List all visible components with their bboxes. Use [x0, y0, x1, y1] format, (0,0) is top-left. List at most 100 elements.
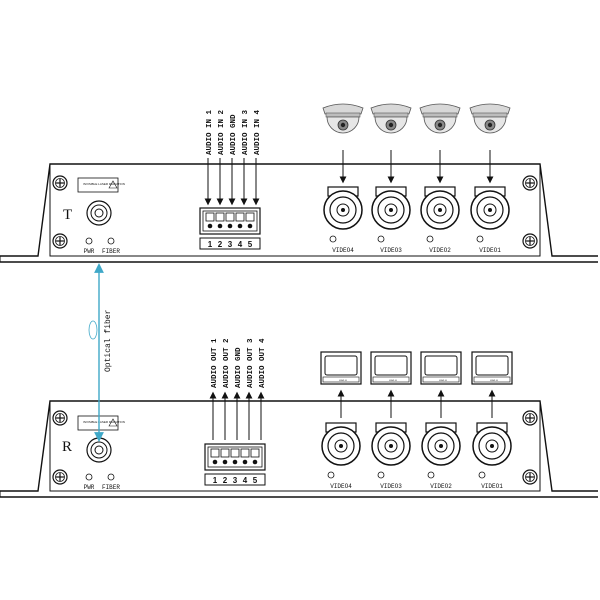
monitor-icon — [320, 351, 362, 385]
pwr-led-icon — [85, 473, 93, 481]
pwr-label: PWR — [84, 484, 95, 491]
laser-warning-text: INVISIBLE LASER RADIATION — [83, 182, 125, 186]
terminal-screw-icon — [235, 212, 245, 222]
fiber-led-label: FIBER — [102, 484, 120, 491]
bnc-connector-icon — [371, 186, 411, 230]
audio-terminal-block — [204, 443, 266, 486]
terminal-screw-icon — [215, 212, 225, 222]
terminal-hole-icon — [212, 459, 218, 465]
terminal-screw-icon — [225, 212, 235, 222]
screw-icon — [52, 410, 68, 426]
monitor-icon — [471, 351, 513, 385]
audio-channel-label: AUDIO IN 4 — [254, 109, 262, 155]
terminal-screw-icon — [250, 448, 260, 458]
bnc-connector-icon — [470, 186, 510, 230]
terminal-hole-icon — [207, 223, 213, 229]
video-channel-label: VIDEO2 — [430, 483, 452, 490]
audio-channel-label: AUDIO GND — [230, 114, 238, 155]
terminal-screw-icon — [245, 212, 255, 222]
monitor-icon — [420, 351, 462, 385]
laser-warning-text: INVISIBLE LASER RADIATION — [83, 420, 125, 424]
audio-channel-label: AUDIO OUT 4 — [259, 338, 267, 388]
terminal-hole-icon — [242, 459, 248, 465]
audio-channel-label: AUDIO OUT 1 — [211, 338, 219, 388]
screw-icon — [52, 175, 68, 191]
terminal-hole-icon — [252, 459, 258, 465]
terminal-screw-icon — [230, 448, 240, 458]
transmitter-front-panel — [49, 163, 541, 257]
terminal-hole-icon — [227, 223, 233, 229]
bnc-connector-icon — [321, 422, 361, 466]
bnc-connector-icon — [323, 186, 363, 230]
bnc-connector-icon — [472, 422, 512, 466]
fiber-led-icon — [107, 237, 115, 245]
video-led-icon — [377, 471, 385, 479]
audio-terminal-block — [199, 207, 261, 250]
terminal-screw-icon — [205, 212, 215, 222]
dome-camera-icon — [469, 103, 511, 134]
laser-warning-label: INVISIBLE LASER RADIATION — [77, 415, 125, 431]
video-channel-label: VIDEO3 — [380, 247, 402, 254]
audio-channel-label: AUDIO OUT 2 — [223, 338, 231, 388]
video-channel-label: VIDEO2 — [429, 247, 451, 254]
terminal-screw-icon — [240, 448, 250, 458]
terminal-hole-icon — [217, 223, 223, 229]
video-led-icon — [327, 471, 335, 479]
laser-warning-label: INVISIBLE LASER RADIATION — [77, 177, 125, 193]
terminal-pin-label: 5 — [248, 240, 253, 249]
transmitter-letter: T — [63, 207, 72, 223]
terminal-pin-label: 1 — [208, 240, 213, 249]
terminal-pin-label: 3 — [228, 240, 233, 249]
fiber-led-label: FIBER — [102, 248, 120, 255]
terminal-pin-label: 4 — [238, 240, 243, 249]
video-channel-label: VIDEO1 — [481, 483, 503, 490]
screw-icon — [522, 233, 538, 249]
receiver-letter: R — [62, 439, 72, 455]
bnc-connector-icon — [421, 422, 461, 466]
terminal-pin-label: 2 — [223, 476, 228, 485]
video-channel-label: VIDEO4 — [332, 247, 354, 254]
video-led-icon — [377, 235, 385, 243]
terminal-screw-icon — [210, 448, 220, 458]
terminal-pin-label: 4 — [243, 476, 248, 485]
dome-camera-icon — [370, 103, 412, 134]
dome-camera-icon — [419, 103, 461, 134]
audio-channel-label: AUDIO IN 1 — [206, 109, 214, 155]
terminal-pin-label: 5 — [253, 476, 258, 485]
pwr-led-icon — [85, 237, 93, 245]
bnc-connector-icon — [420, 186, 460, 230]
terminal-pin-label: 2 — [218, 240, 223, 249]
video-led-icon — [329, 235, 337, 243]
terminal-hole-icon — [222, 459, 228, 465]
screw-icon — [522, 175, 538, 191]
terminal-pin-label: 1 — [213, 476, 218, 485]
bnc-connector-icon — [371, 422, 411, 466]
screw-icon — [52, 233, 68, 249]
terminal-hole-icon — [232, 459, 238, 465]
audio-channel-label: AUDIO GND — [235, 347, 243, 388]
video-channel-label: VIDEO4 — [330, 483, 352, 490]
video-led-icon — [426, 235, 434, 243]
monitor-icon — [370, 351, 412, 385]
video-led-icon — [427, 471, 435, 479]
optical-fiber-link: Optical fiber — [88, 263, 113, 442]
fiber-port-icon — [86, 200, 112, 226]
fiber-port-icon — [86, 437, 112, 463]
optical-fiber-label: Optical fiber — [104, 309, 113, 372]
video-channel-label: VIDEO3 — [380, 483, 402, 490]
audio-channel-label: AUDIO IN 2 — [218, 109, 226, 155]
receiver-front-panel — [49, 400, 541, 492]
terminal-screw-icon — [220, 448, 230, 458]
audio-channel-label: AUDIO OUT 3 — [247, 338, 255, 388]
fiber-loop-icon — [88, 320, 98, 340]
dome-camera-icon — [322, 103, 364, 134]
pwr-label: PWR — [84, 248, 95, 255]
screw-icon — [52, 469, 68, 485]
video-channel-label: VIDEO1 — [479, 247, 501, 254]
audio-channel-label: AUDIO IN 3 — [242, 109, 250, 155]
screw-icon — [522, 469, 538, 485]
fiber-led-icon — [107, 473, 115, 481]
